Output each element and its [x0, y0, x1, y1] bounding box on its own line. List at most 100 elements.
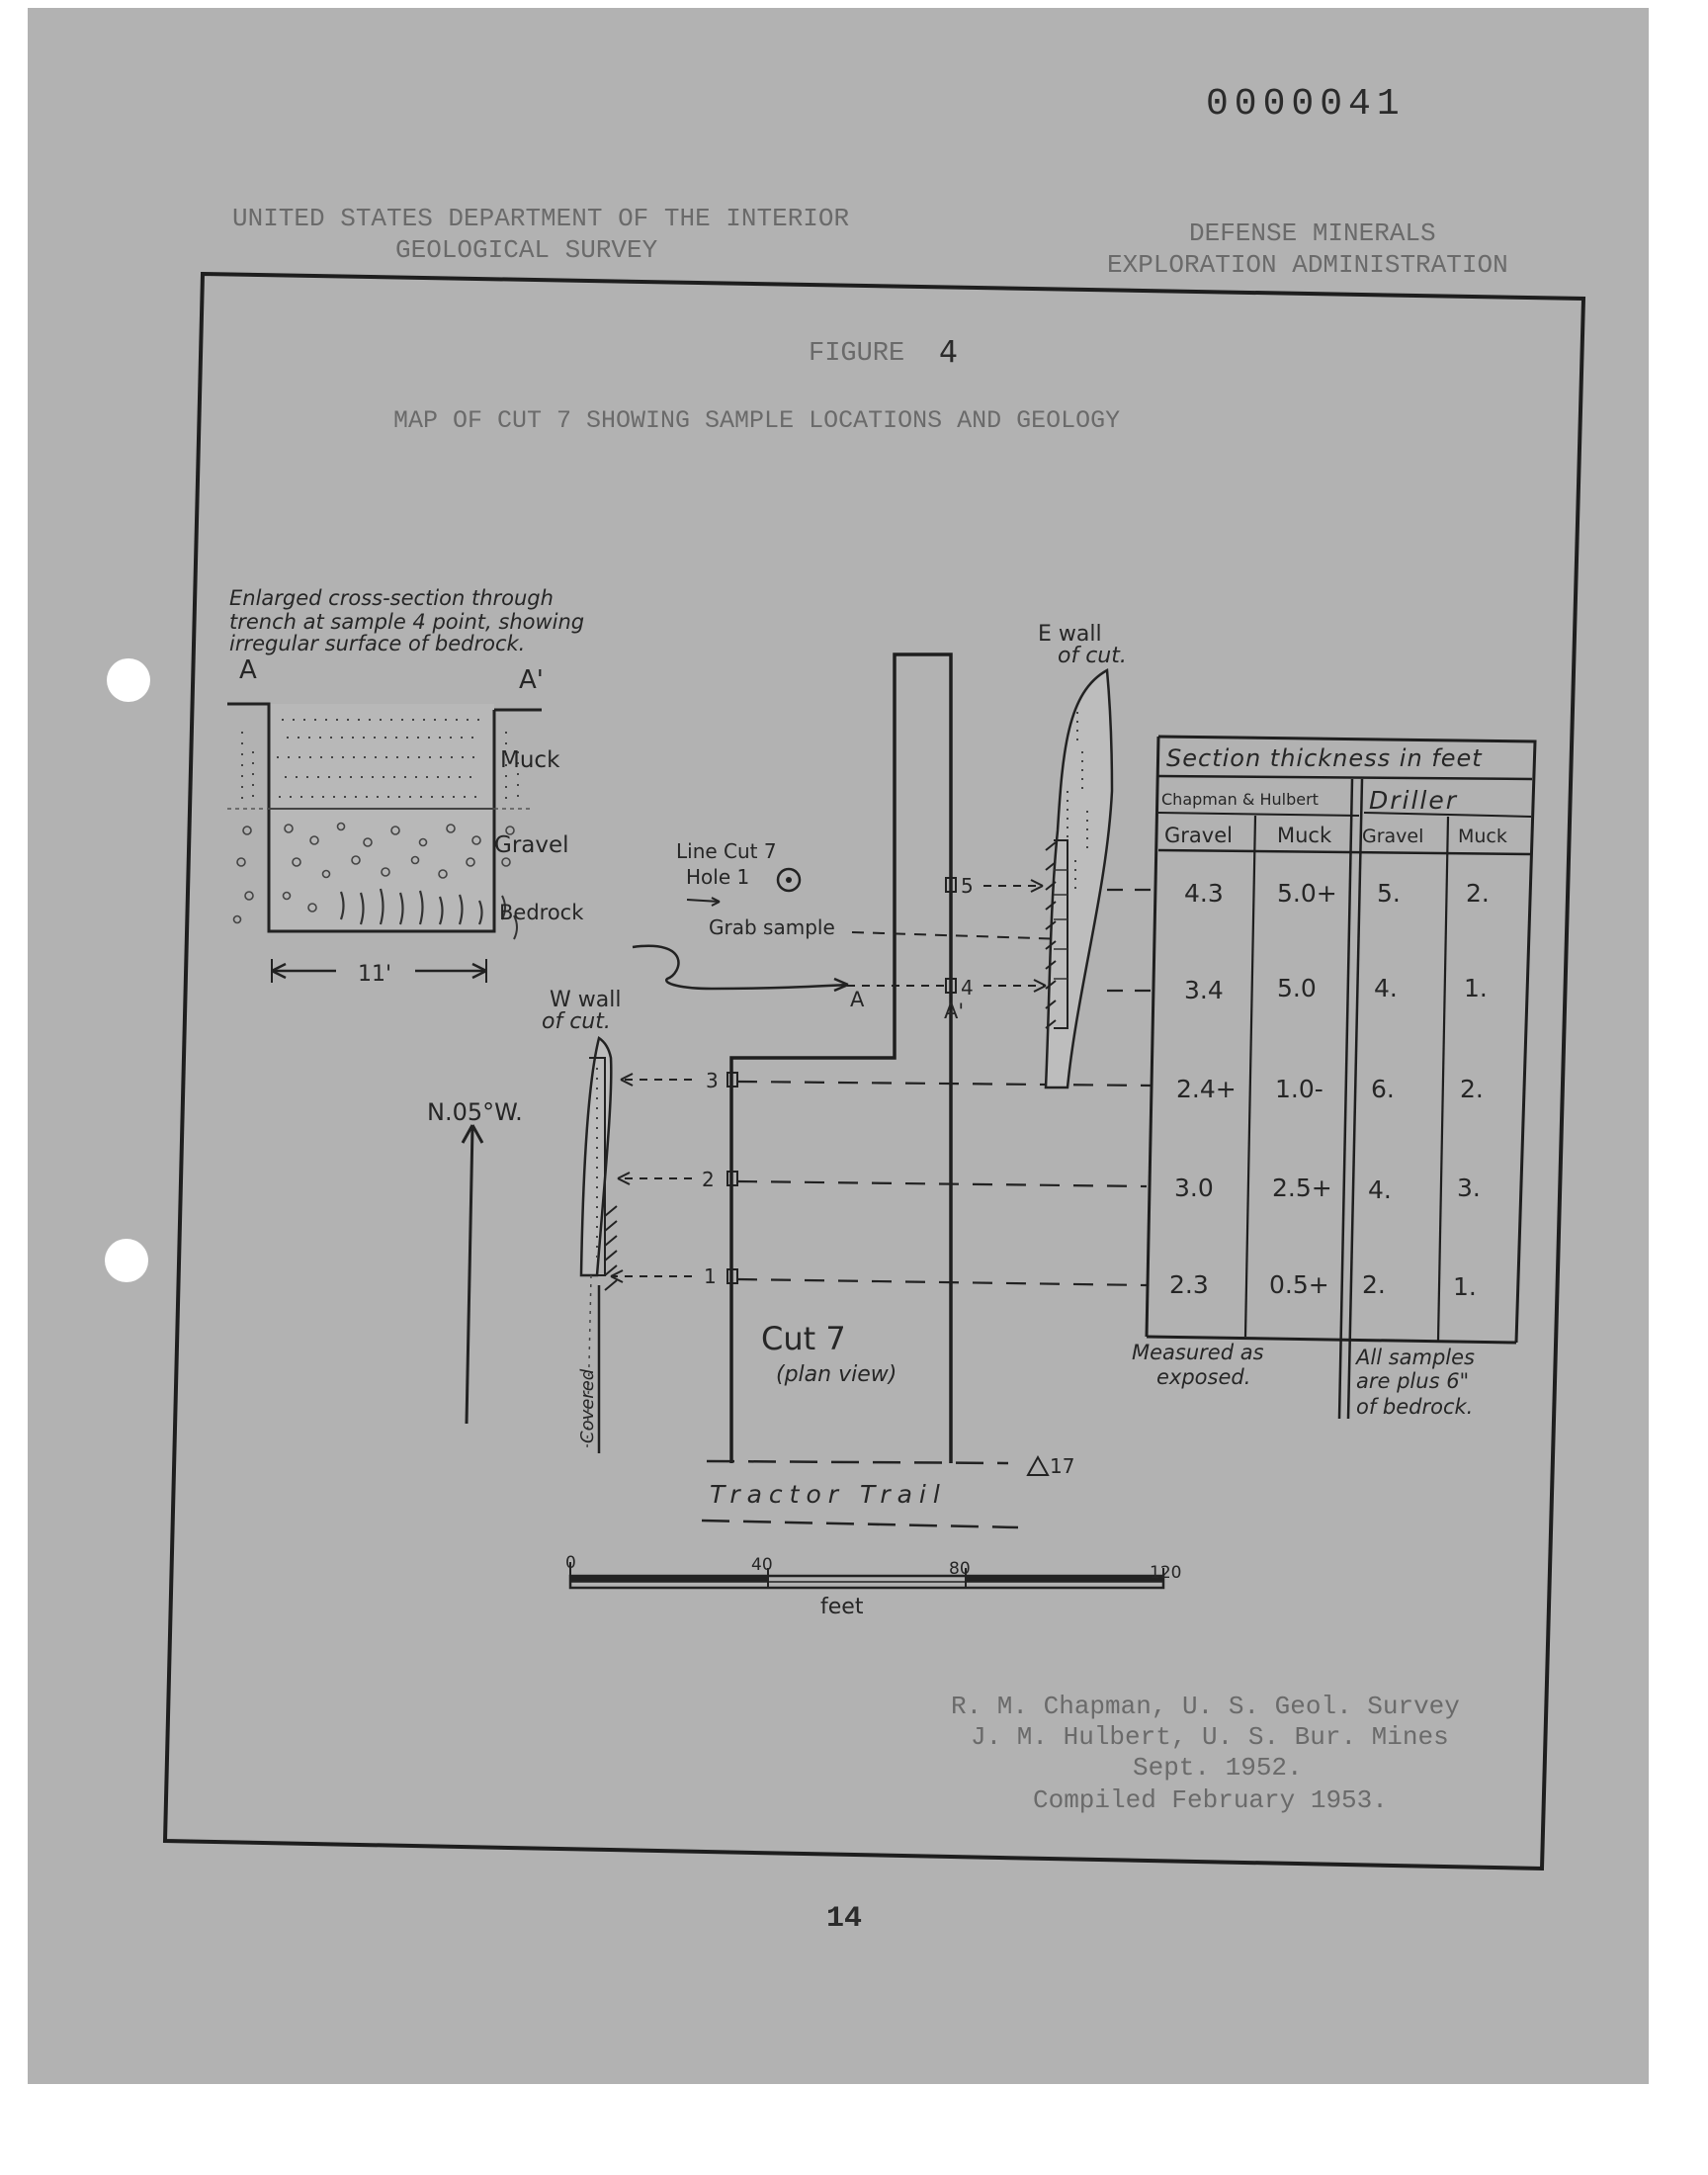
- table-note-exposed: exposed.: [1156, 1365, 1250, 1389]
- section-connector-arrow: [632, 944, 849, 991]
- table-header-dr-gravel: Gravel: [1362, 826, 1423, 847]
- header-defense: DEFENSE MINERALS: [1189, 218, 1436, 248]
- table-note-samples-2: are plus 6": [1356, 1369, 1469, 1393]
- page-number: 14: [826, 1902, 862, 1936]
- grab-sample-label: Grab sample: [709, 915, 835, 939]
- cross-section-note-1: Enlarged cross-section through: [229, 586, 554, 610]
- map-label-a-prime: A': [944, 1000, 964, 1023]
- credit-chapman: R. M. Chapman, U. S. Geol. Survey: [951, 1692, 1460, 1721]
- table-leader-lines: [736, 888, 1158, 1287]
- cut-name: Cut 7: [761, 1320, 846, 1357]
- thickness-table-grid: [1145, 735, 1537, 1420]
- table-header-ch-muck: Muck: [1277, 824, 1332, 847]
- figure-frame: [162, 271, 1586, 1871]
- e-wall-section: [1044, 667, 1114, 1089]
- survey-station-icon: [1026, 1454, 1050, 1476]
- covered-label: Covered: [577, 1368, 598, 1443]
- paper-background: [28, 8, 1649, 2084]
- table-cell: 3.0: [1174, 1174, 1214, 1202]
- north-arrow-icon: [461, 1124, 484, 1425]
- scale-tick-40: 40: [751, 1555, 773, 1575]
- table-note-measured: Measured as: [1132, 1341, 1264, 1364]
- scale-tick-80: 80: [949, 1559, 971, 1579]
- credit-hulbert: J. M. Hulbert, U. S. Bur. Mines: [971, 1722, 1449, 1752]
- table-cell: 4.3: [1184, 879, 1224, 908]
- sample-stations: [726, 877, 957, 1284]
- bottom-margin: [0, 2084, 1708, 2175]
- section-label-a-prime: A': [519, 665, 544, 695]
- tractor-trail-label: Tractor Trail: [710, 1480, 947, 1509]
- sample-1-label: 1: [704, 1264, 717, 1288]
- table-cell: 5.: [1377, 879, 1401, 908]
- grab-sample-leader: [851, 931, 1068, 940]
- trench-cross-section: [227, 702, 542, 983]
- table-cell: 1.: [1453, 1272, 1477, 1301]
- table-title: Section thickness in feet: [1166, 744, 1483, 772]
- figure-label: FIGURE: [809, 339, 904, 369]
- table-cell: 1.0-: [1275, 1075, 1324, 1103]
- credit-date: Sept. 1952.: [1133, 1753, 1303, 1783]
- header-survey: GEOLOGICAL SURVEY: [395, 235, 658, 265]
- sample-2-label: 2: [702, 1168, 715, 1191]
- binder-hole-top: [107, 658, 150, 702]
- w-wall-label: W wall: [550, 988, 621, 1012]
- w-wall-label-2: of cut.: [542, 1009, 611, 1034]
- wall-projection-arrows: [610, 879, 1047, 1283]
- north-label: N.05°W.: [427, 1098, 523, 1126]
- line-cut-label: Line Cut 7: [676, 839, 777, 863]
- layer-label-muck: Muck: [500, 747, 560, 773]
- figure-number: 4: [939, 335, 958, 370]
- table-cell: 5.0: [1277, 974, 1317, 1002]
- w-wall-section: [579, 1035, 618, 1454]
- drill-hole-icon: [776, 867, 802, 893]
- table-cell: 2.5+: [1272, 1174, 1332, 1202]
- table-cell: 6.: [1371, 1075, 1395, 1103]
- map-label-a: A: [850, 988, 865, 1011]
- cut-outline: [729, 652, 953, 1463]
- table-cell: 5.0+: [1277, 879, 1337, 908]
- table-cell: 1.: [1464, 974, 1488, 1002]
- cross-section-note-3: irregular surface of bedrock.: [229, 632, 525, 655]
- header-agency: UNITED STATES DEPARTMENT OF THE INTERIOR: [232, 204, 849, 233]
- table-cell: 3.4: [1184, 976, 1224, 1004]
- table-cell: 3.: [1457, 1174, 1481, 1202]
- binder-hole-bottom: [105, 1239, 148, 1282]
- table-cell: 2.4+: [1176, 1075, 1237, 1103]
- section-label-a: A: [239, 655, 257, 685]
- scale-unit: feet: [820, 1595, 864, 1619]
- table-cell: 2.3: [1169, 1270, 1209, 1299]
- cross-section-note-2: trench at sample 4 point, showing: [229, 610, 584, 634]
- cut-view-label: (plan view): [776, 1362, 897, 1387]
- table-header-ch-gravel: Gravel: [1164, 824, 1233, 847]
- sample-4-label: 4: [961, 976, 974, 1000]
- table-group-driller: Driller: [1369, 786, 1458, 815]
- scale-tick-120: 120: [1150, 1563, 1181, 1583]
- table-note-samples-1: All samples: [1354, 1346, 1475, 1369]
- table-group-chapman: Chapman & Hulbert: [1161, 790, 1319, 809]
- credit-compiled: Compiled February 1953.: [1033, 1785, 1388, 1815]
- table-note-samples-3: of bedrock.: [1356, 1395, 1473, 1419]
- station-number: 17: [1050, 1454, 1074, 1478]
- table-cell: 4.: [1368, 1175, 1392, 1204]
- table-cell: 2.: [1460, 1075, 1484, 1103]
- layer-label-gravel: Gravel: [494, 832, 569, 858]
- table-cell: 4.: [1374, 974, 1398, 1002]
- table-cell: 0.5+: [1269, 1270, 1329, 1299]
- table-header-dr-muck: Muck: [1458, 826, 1507, 847]
- header-exploration: EXPLORATION ADMINISTRATION: [1107, 250, 1508, 280]
- table-cell: 2.: [1362, 1270, 1386, 1299]
- e-wall-label-2: of cut.: [1058, 644, 1127, 668]
- scale-tick-0: 0: [565, 1553, 576, 1573]
- layer-label-bedrock: Bedrock: [499, 901, 584, 924]
- table-cell: 2.: [1466, 879, 1490, 908]
- document-number: 0000041: [1206, 83, 1406, 126]
- hole-label: Hole 1: [686, 865, 749, 889]
- sample-5-label: 5: [961, 874, 974, 898]
- scale-bar: [568, 1562, 1165, 1590]
- e-wall-label: E wall: [1038, 622, 1102, 647]
- sample-3-label: 3: [706, 1069, 719, 1092]
- figure-caption: MAP OF CUT 7 SHOWING SAMPLE LOCATIONS AN…: [393, 406, 1120, 435]
- tractor-trail-line: [706, 1459, 1009, 1465]
- trench-width-label: 11': [358, 962, 391, 987]
